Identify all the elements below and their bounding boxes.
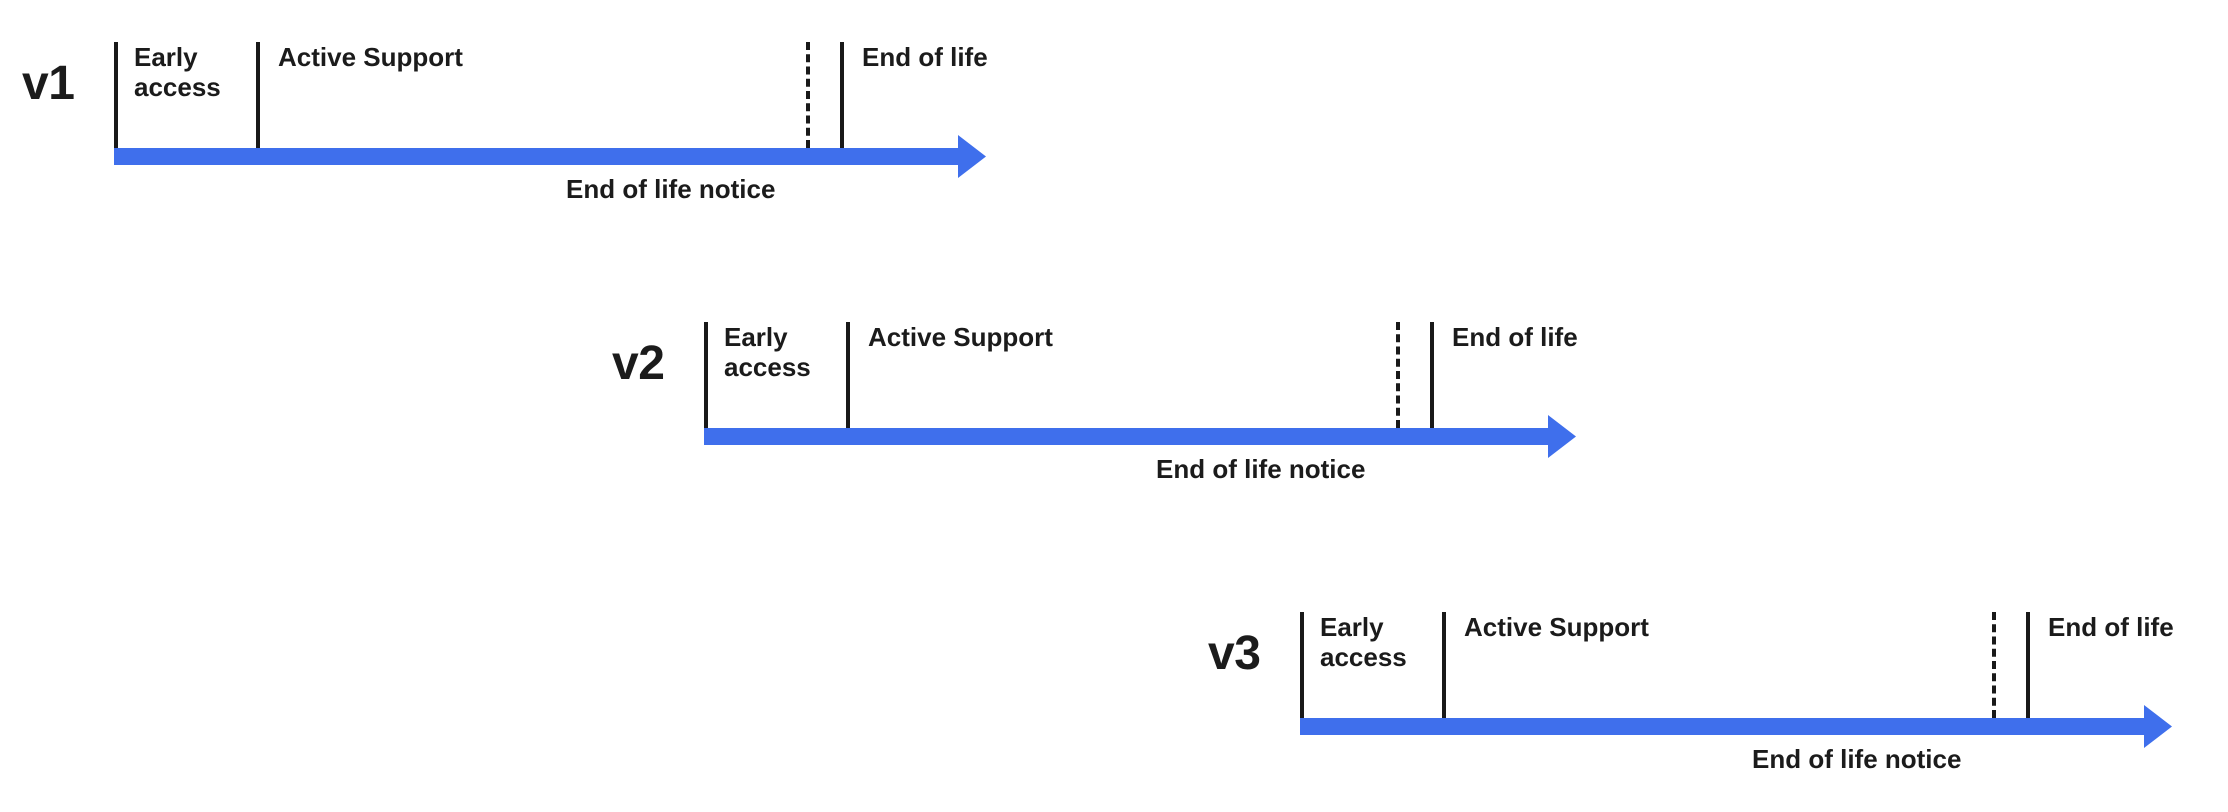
- timeline-row-v1: v1 Early access Active Support End of li…: [0, 0, 1040, 220]
- version-label-v1: v1: [22, 57, 75, 110]
- tick-active-support-start: [256, 42, 260, 148]
- label-end-of-life: End of life: [1452, 322, 1578, 352]
- label-end-of-life: End of life: [862, 42, 988, 72]
- lifecycle-track: [114, 148, 969, 165]
- label-active-support: Active Support: [278, 42, 463, 72]
- label-active-support: Active Support: [1464, 612, 1649, 642]
- tick-end-of-life: [1430, 322, 1434, 428]
- tick-active-support-start: [846, 322, 850, 428]
- version-label-v2: v2: [612, 337, 665, 390]
- lifecycle-track: [1300, 718, 2155, 735]
- tick-end-of-life-notice: [1992, 612, 2000, 718]
- label-end-of-life-notice: End of life notice: [566, 174, 776, 204]
- lifecycle-track: [704, 428, 1559, 445]
- version-label-v3: v3: [1208, 627, 1261, 680]
- tick-early-access-start: [1300, 612, 1304, 718]
- label-early-access: Early access: [134, 42, 221, 103]
- label-active-support: Active Support: [868, 322, 1053, 352]
- label-end-of-life: End of life: [2048, 612, 2174, 642]
- label-early-access: Early access: [724, 322, 811, 383]
- tick-early-access-start: [704, 322, 708, 428]
- label-end-of-life-notice: End of life notice: [1156, 454, 1366, 484]
- tick-end-of-life-notice: [806, 42, 814, 148]
- label-early-access: Early access: [1320, 612, 1407, 673]
- tick-end-of-life: [2026, 612, 2030, 718]
- label-end-of-life-notice: End of life notice: [1752, 744, 1962, 774]
- tick-early-access-start: [114, 42, 118, 148]
- tick-active-support-start: [1442, 612, 1446, 718]
- tick-end-of-life: [840, 42, 844, 148]
- timeline-row-v2: v2 Early access Active Support End of li…: [590, 280, 1630, 500]
- tick-end-of-life-notice: [1396, 322, 1404, 428]
- timeline-row-v3: v3 Early access Active Support End of li…: [1186, 570, 2226, 790]
